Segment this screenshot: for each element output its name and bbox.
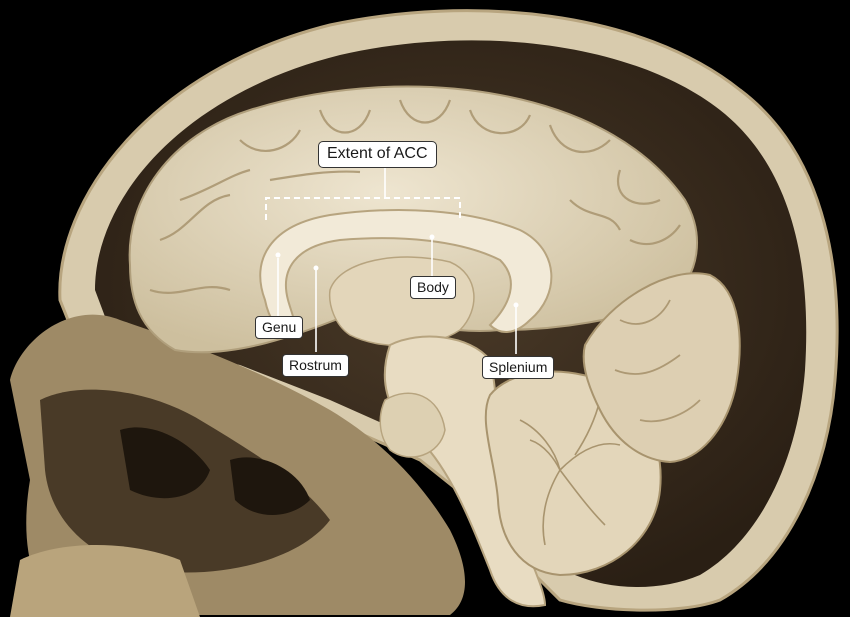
- label-rostrum: Rostrum: [282, 354, 349, 377]
- corpus-callosum: [259, 209, 553, 337]
- label-extent-of-acc: Extent of ACC: [318, 141, 437, 168]
- arbor-vitae: [519, 399, 621, 546]
- label-splenium: Splenium: [482, 356, 555, 379]
- label-genu: Genu: [255, 316, 304, 339]
- gyri: [149, 99, 681, 294]
- leader-lines: [265, 166, 517, 354]
- diencephalon: [328, 256, 475, 347]
- label-body: Body: [410, 276, 456, 299]
